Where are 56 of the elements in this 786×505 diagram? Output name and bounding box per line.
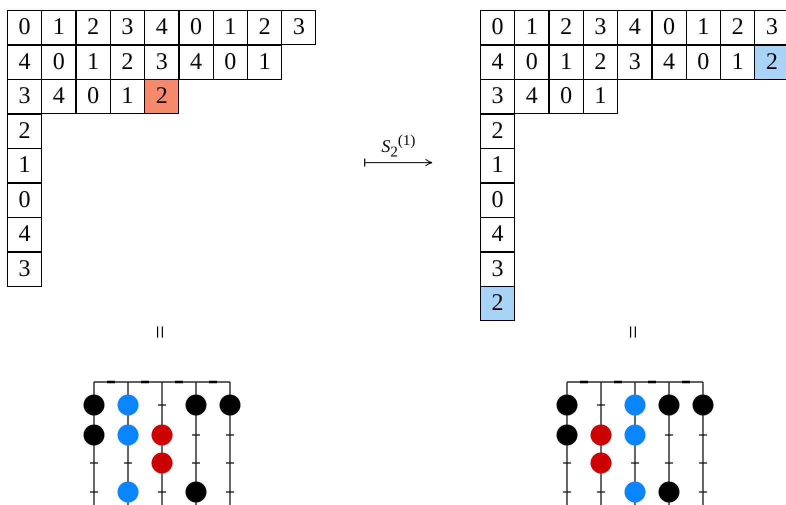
tableau-cell: 3 (281, 10, 316, 45)
tableau-cell: 0 (480, 182, 515, 218)
tableau-cell: 1 (514, 10, 550, 45)
tableau-cell: 4 (178, 44, 214, 80)
tableau-cell: 3 (617, 44, 652, 80)
tableau-cell: 0 (212, 44, 248, 80)
tableau-cell: 4 (617, 10, 652, 45)
tableau-cell: 3 (754, 10, 786, 45)
tableau-cell: 1 (720, 44, 756, 80)
tableau-cell: 4 (652, 44, 686, 80)
tableau-cell: 4 (7, 44, 42, 80)
tableau-cell: 2 (754, 44, 786, 80)
equals-sign: = (146, 325, 171, 339)
tableau-cell: 0 (41, 44, 76, 80)
tableau-cell: 1 (212, 10, 248, 45)
tableau-cell: 2 (144, 79, 180, 114)
young-diagram (480, 10, 786, 322)
tableau-cell: 4 (480, 217, 515, 252)
tableau-cell: 0 (686, 44, 721, 80)
young-diagram (7, 10, 317, 287)
tableau-cell: 0 (480, 10, 515, 45)
equals-sign: = (620, 325, 644, 339)
tableau-cell: 4 (41, 79, 76, 114)
tableau-cell: 3 (480, 79, 515, 114)
tableau-cell: 0 (7, 10, 42, 45)
tableau-cell: 0 (76, 79, 111, 114)
tableau-cell: 1 (582, 79, 618, 114)
tableau-cell: 2 (247, 10, 282, 45)
tableau-cell: 4 (7, 217, 42, 252)
tableau-cell: 1 (41, 10, 76, 45)
tableau-cell: 0 (7, 182, 42, 218)
tableau-cell: 3 (480, 252, 515, 286)
tableau-cell: 1 (76, 44, 111, 80)
tableau-cell: 2 (480, 114, 515, 148)
tableau-cell: 1 (686, 10, 721, 45)
tableau-cell: 3 (7, 252, 42, 286)
tableau-cell: 2 (480, 286, 515, 321)
tableau-cell: 3 (582, 10, 618, 45)
tableau-cell: 2 (720, 10, 756, 45)
tableau-cell: 2 (548, 10, 584, 45)
tableau-cell: 1 (247, 44, 282, 80)
tableau-cell: 0 (652, 10, 686, 45)
tableau-cell: 4 (514, 79, 550, 114)
tableau-cell: 3 (7, 79, 42, 114)
tableau-cell: 3 (144, 44, 180, 80)
tableau-cell: 0 (178, 10, 214, 45)
tableau-cell: 4 (480, 44, 515, 80)
tableau-cell: 2 (76, 10, 111, 45)
tableau-cell: 1 (548, 44, 584, 80)
tableau-cell: 3 (110, 10, 145, 45)
tableau-cell: 1 (480, 148, 515, 183)
tableau-cell: 1 (7, 148, 42, 183)
tableau-cell: 2 (7, 114, 42, 148)
tableau-cell: 0 (548, 79, 584, 114)
tableau-cell: 0 (514, 44, 550, 80)
tableau-cell: 4 (144, 10, 180, 45)
